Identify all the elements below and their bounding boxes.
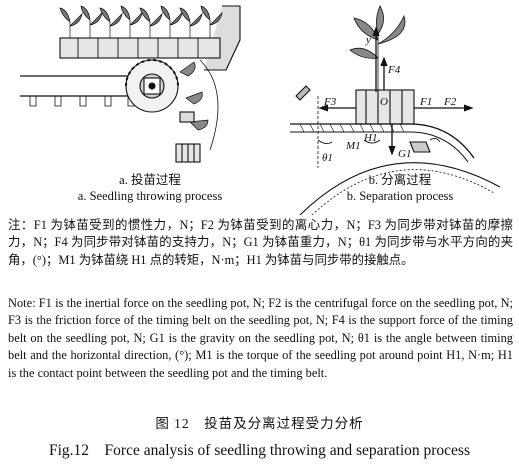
- label-theta1: θ1: [322, 152, 333, 164]
- note-english: Note: F1 is the inertial force on the se…: [8, 296, 513, 380]
- label-f2: F2: [444, 96, 457, 108]
- panel-b-caption-en: b. Separation process: [346, 189, 454, 203]
- label-m1: M1: [346, 140, 361, 152]
- figure-title-zh: 图 12 投苗及分离过程受力分析: [155, 416, 364, 431]
- label-f3: F3: [324, 96, 337, 108]
- panel-b-caption-zh: b. 分离过程: [368, 173, 432, 187]
- panel-a-drawing: [20, 5, 241, 163]
- label-h1: H1: [364, 132, 378, 144]
- label-y: y: [366, 34, 371, 46]
- figure-title-en: Fig.12 Force analysis of seedling throwi…: [49, 442, 470, 459]
- seedling-leaves: [59, 5, 223, 38]
- panel-b-drawing: [290, 5, 501, 215]
- panel-a-caption-en: a. Seedling throwing process: [77, 189, 223, 203]
- label-f4: F4: [388, 64, 401, 76]
- note-chinese: 注：F1 为钵苗受到的惯性力，N；F2 为钵苗受到的离心力，N；F3 为同步带对…: [8, 218, 513, 267]
- label-o: O: [380, 96, 388, 108]
- panel-a-caption-zh: a. 投苗过程: [119, 173, 181, 187]
- figure-illustrations: [20, 5, 501, 215]
- label-f1: F1: [420, 96, 433, 108]
- label-g1: G1: [398, 148, 412, 160]
